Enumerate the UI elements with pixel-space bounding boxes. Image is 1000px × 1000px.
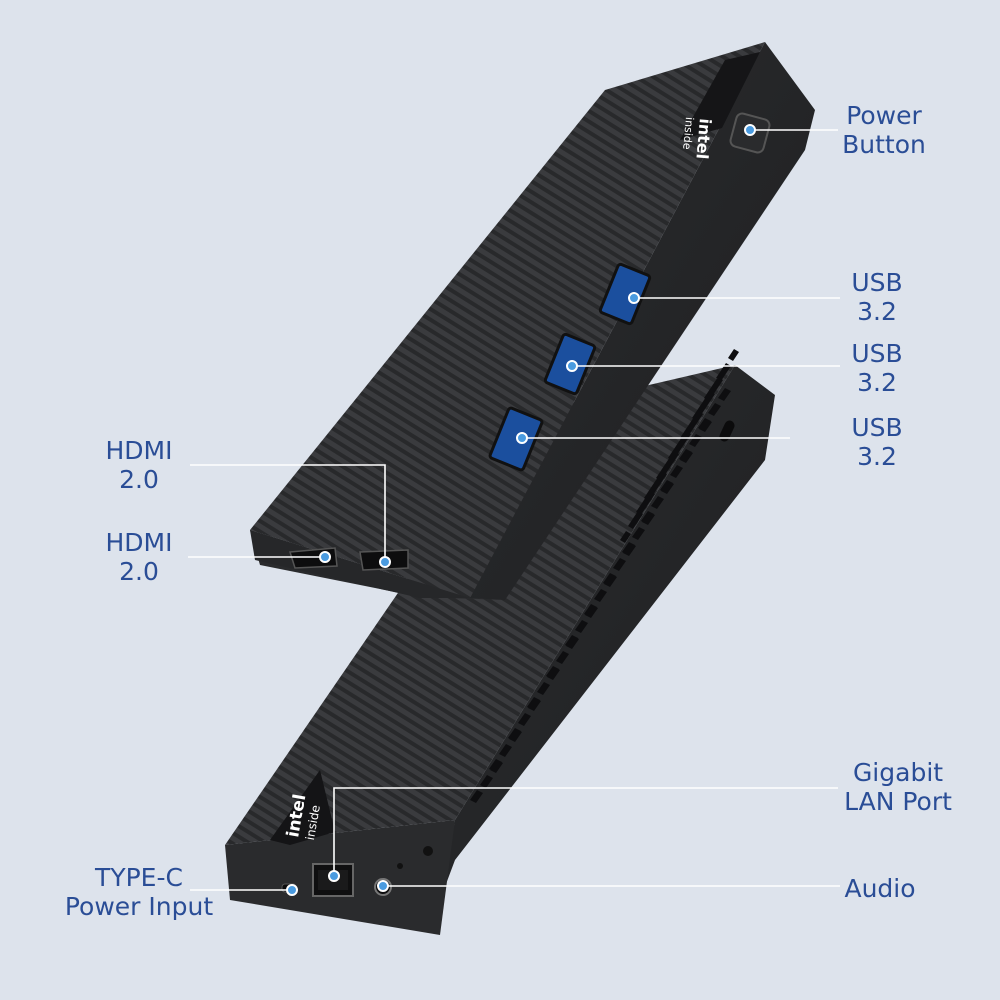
usb-2-label-line1: USB xyxy=(851,339,903,368)
usb-3-label-line2: 3.2 xyxy=(857,442,897,471)
usb-1-label-line1: USB xyxy=(851,268,903,297)
usb-1-dot xyxy=(628,292,640,304)
hdmi-2-label-line1: HDMI xyxy=(105,528,173,557)
lan-label-line2: LAN Port xyxy=(844,787,952,816)
lan-dot xyxy=(328,870,340,882)
callout-lines xyxy=(188,129,840,891)
power-button-label-line2: Button xyxy=(842,130,926,159)
usb-port-1[interactable] xyxy=(598,262,652,326)
lan-label: Gigabit LAN Port xyxy=(836,758,960,816)
hdmi-2-label: HDMI 2.0 xyxy=(96,528,182,586)
type-c-dot xyxy=(286,884,298,896)
top-device-top-face xyxy=(250,42,765,598)
usb-1-label-line2: 3.2 xyxy=(857,297,897,326)
hdmi-2-dot xyxy=(319,551,331,563)
power-button-dot xyxy=(744,124,756,136)
lan-label-line1: Gigabit xyxy=(852,758,944,787)
kensington-lock xyxy=(423,846,433,856)
usb-3-dot xyxy=(516,432,528,444)
usb-2-dot xyxy=(566,360,578,372)
callout-dots xyxy=(286,124,756,896)
type-c-label-line2: Power Input xyxy=(64,892,214,921)
hdmi-2-label-line2: 2.0 xyxy=(119,557,159,586)
bottom-device-top-face xyxy=(225,365,735,845)
hdmi-1-label-line1: HDMI xyxy=(105,436,173,465)
usb-port-3[interactable] xyxy=(488,406,544,472)
bottom-intel-logo-panel xyxy=(270,770,335,845)
power-button-label-line1: Power xyxy=(846,101,922,130)
hdmi-1-label-line2: 2.0 xyxy=(119,465,159,494)
top-intel-logo: intel xyxy=(692,118,714,160)
usb-1-label: USB 3.2 xyxy=(842,268,912,326)
type-c-label-line1: TYPE-C xyxy=(95,863,183,892)
audio-label: Audio xyxy=(838,874,922,903)
vent-grille xyxy=(470,349,739,803)
bottom-device-side-face xyxy=(440,365,775,900)
top-device: intel inside xyxy=(250,42,815,600)
bottom-device: intel inside xyxy=(225,349,775,935)
usb-3-label-line1: USB xyxy=(851,413,903,442)
top-intel-inside-text: inside xyxy=(680,117,696,151)
side-slot xyxy=(719,420,735,442)
power-button-label: Power Button xyxy=(836,101,932,159)
hdmi-1-label: HDMI 2.0 xyxy=(96,436,182,494)
audio-label-line1: Audio xyxy=(844,874,916,903)
usb-3-label: USB 3.2 xyxy=(842,413,912,471)
usb-2-label: USB 3.2 xyxy=(842,339,912,397)
top-device-side-face xyxy=(470,42,815,600)
usb-2-label-line2: 3.2 xyxy=(857,368,897,397)
audio-dot xyxy=(377,880,389,892)
type-c-label: TYPE-C Power Input xyxy=(56,863,222,921)
hdmi-1-dot xyxy=(379,556,391,568)
bottom-intel-inside-text: inside xyxy=(303,804,323,841)
top-intel-logo-panel xyxy=(680,52,760,140)
